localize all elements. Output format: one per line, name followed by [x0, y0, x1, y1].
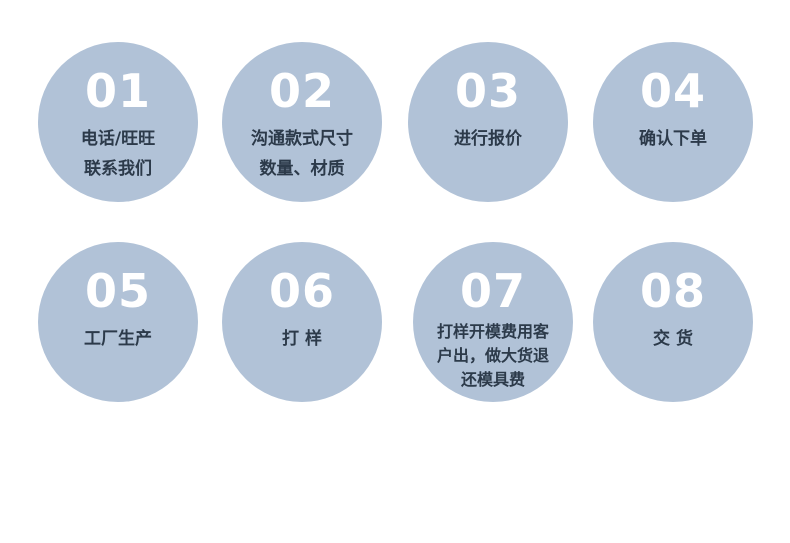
step-number: 01: [84, 64, 151, 118]
step-08: 08 交 货: [593, 242, 753, 402]
step-number: 02: [268, 64, 335, 118]
step-04: 04 确认下单: [593, 42, 753, 202]
step-number: 05: [84, 264, 151, 318]
step-02: 02 沟通款式尺寸 数量、材质: [222, 42, 382, 202]
step-06: 06 打 样: [222, 242, 382, 402]
step-label: 打样开模费用客 户出，做大货退 还模具费: [436, 322, 549, 389]
step-label: 交 货: [653, 329, 693, 349]
step-05: 05 工厂生产: [38, 242, 198, 402]
step-label: 进行报价: [454, 129, 522, 149]
step-01: 01 电话/旺旺 联系我们: [38, 42, 198, 202]
step-07: 07 打样开模费用客 户出，做大货退 还模具费: [413, 242, 573, 402]
step-03: 03 进行报价: [408, 42, 568, 202]
step-label: 确认下单: [639, 129, 707, 149]
step-label: 电话/旺旺 联系我们: [80, 129, 156, 179]
step-number: 06: [268, 264, 335, 318]
step-number: 03: [454, 64, 521, 118]
step-label: 工厂生产: [84, 329, 152, 349]
step-number: 07: [459, 264, 526, 318]
step-label: 沟通款式尺寸 数量、材质: [251, 129, 353, 179]
step-label: 打 样: [282, 329, 322, 349]
step-number: 08: [639, 264, 706, 318]
step-number: 04: [639, 64, 706, 118]
